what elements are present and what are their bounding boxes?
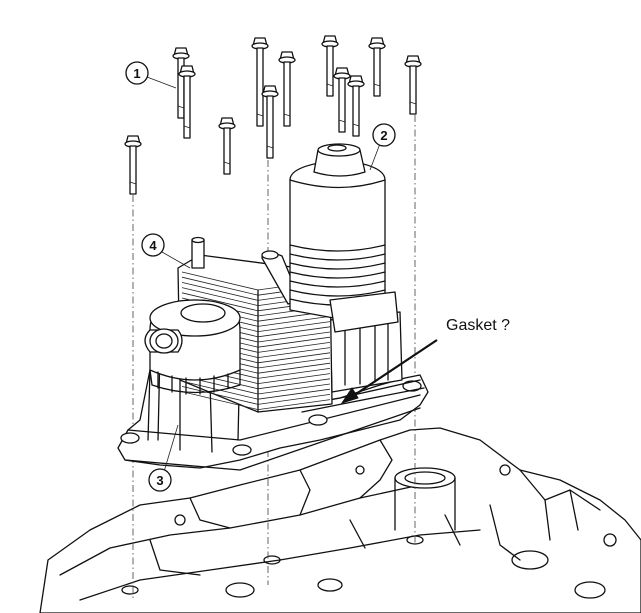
oil-filter-housing	[289, 143, 399, 333]
gasket-arrow	[340, 339, 438, 404]
bolt	[178, 65, 196, 139]
bolt	[278, 51, 296, 127]
callout-4: 4	[141, 233, 165, 257]
bolt	[218, 117, 236, 175]
thermostat-elbow	[144, 299, 241, 395]
bolts-group	[124, 35, 422, 195]
callout-1-label: 1	[133, 66, 140, 81]
bolt	[404, 55, 422, 115]
bolt	[347, 75, 365, 137]
bolt	[261, 85, 279, 159]
callout-2: 2	[372, 123, 396, 147]
bolt	[333, 67, 351, 133]
gasket-annotation: Gasket ?	[446, 317, 510, 334]
bolt	[321, 35, 339, 97]
callout-3: 3	[148, 468, 172, 492]
bolt	[172, 47, 190, 119]
callout-4-label: 4	[149, 238, 157, 253]
alignment-guide-lines	[132, 115, 416, 600]
bolt	[368, 37, 386, 97]
bolt	[124, 135, 142, 195]
callout-1: 1	[125, 61, 149, 85]
callout-3-label: 3	[156, 473, 163, 488]
bolt	[251, 37, 269, 127]
engine-block	[39, 427, 641, 613]
callout-2-label: 2	[380, 128, 387, 143]
